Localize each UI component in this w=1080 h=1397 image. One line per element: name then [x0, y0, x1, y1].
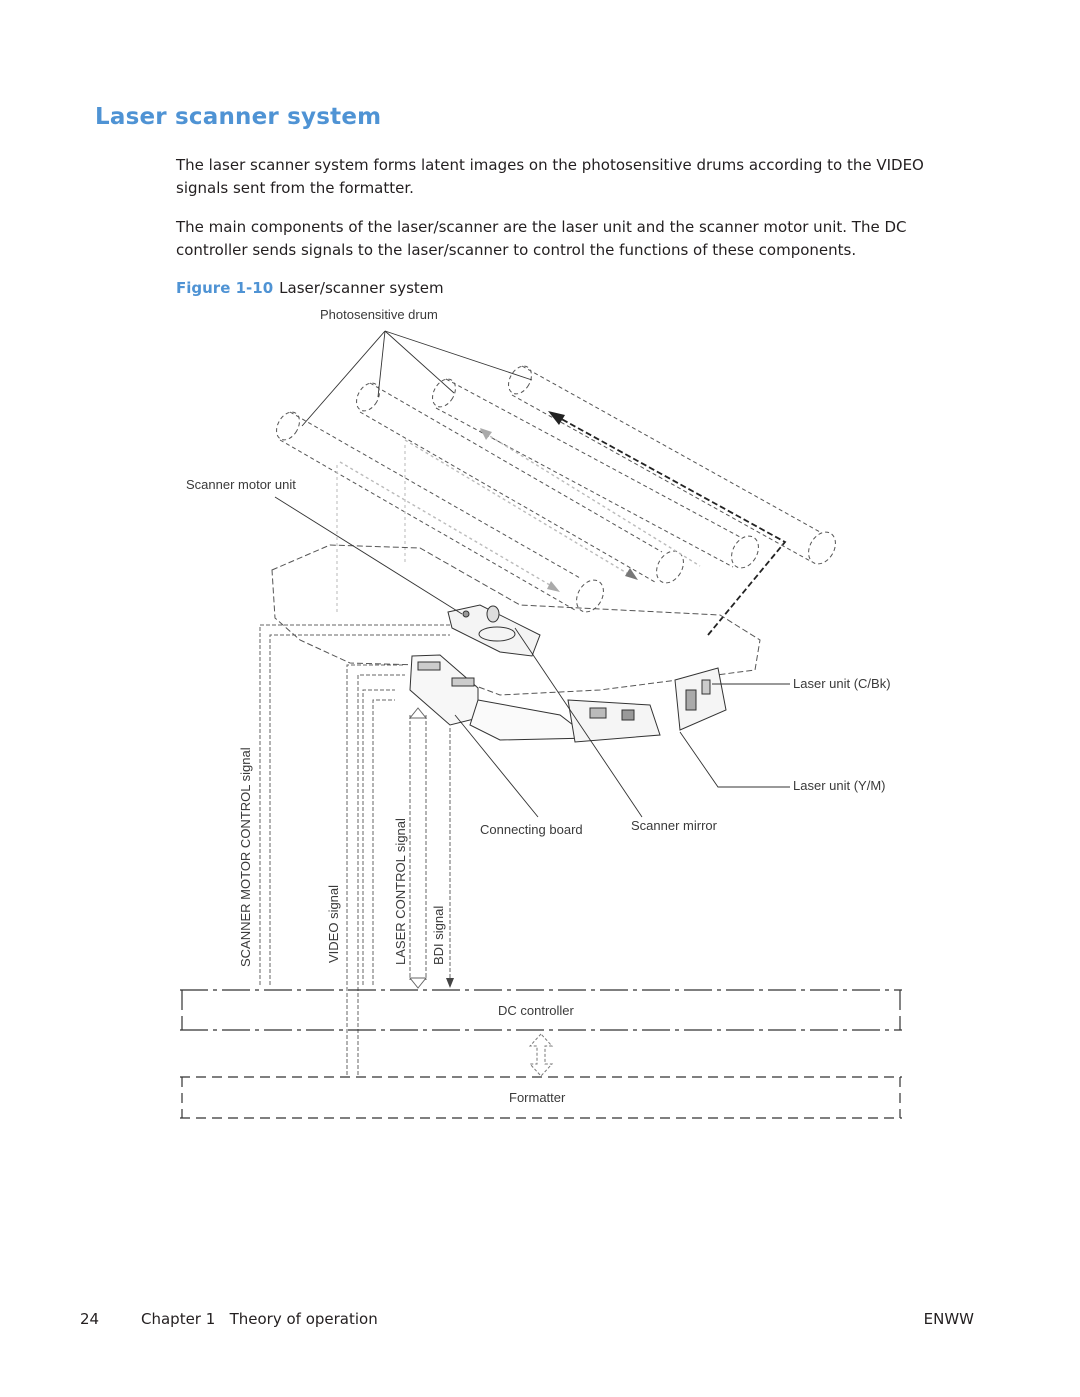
laser-control-arrow-top [408, 707, 428, 719]
page-number: 24 [80, 1310, 100, 1328]
laser-control-arrow-bottom [408, 977, 428, 989]
laser-unit-ym [567, 699, 661, 743]
photosensitive-drums [276, 365, 836, 613]
drum-4 [508, 365, 836, 565]
label-formatter: Formatter [509, 1090, 566, 1105]
label-connecting-board: Connecting board [480, 822, 583, 837]
label-scanner-mirror: Scanner mirror [631, 818, 718, 833]
scanner-motor-unit [447, 604, 541, 657]
scanner-housing [271, 544, 761, 696]
label-laser-unit-cbk: Laser unit (C/Bk) [793, 676, 891, 691]
figure-caption: Figure 1-10 Laser/scanner system [176, 279, 444, 297]
label-photosensitive-drum: Photosensitive drum [320, 307, 438, 322]
bdi-arrow [446, 978, 454, 988]
signal-laser-control: LASER CONTROL signal [393, 818, 408, 965]
controller-formatter-link [528, 1033, 554, 1077]
drum-3 [432, 378, 759, 569]
formatter-box [180, 1076, 902, 1119]
scan-direction-arrow [555, 415, 787, 636]
signal-video: VIDEO signal [326, 885, 341, 963]
scan-arrowhead [548, 411, 565, 425]
drum-1 [276, 411, 604, 613]
component-leaders [274, 496, 790, 818]
laser-beam-paths [336, 429, 701, 615]
chapter-title: Chapter 1 Theory of operation [141, 1310, 378, 1328]
label-dc-controller: DC controller [498, 1003, 575, 1018]
beam-arrow-1 [547, 581, 560, 592]
dc-controller-box [180, 989, 902, 1031]
beam-arrow-3 [480, 428, 492, 440]
signal-scanner-motor-control: SCANNER MOTOR CONTROL signal [238, 747, 253, 967]
label-laser-unit-ym: Laser unit (Y/M) [793, 778, 885, 793]
figure-number: Figure 1-10 [176, 279, 274, 297]
intro-paragraph: The laser scanner system forms latent im… [176, 156, 924, 197]
locale-code: ENWW [923, 1310, 974, 1328]
label-scanner-motor-unit: Scanner motor unit [186, 477, 296, 492]
drum-label-leaders [301, 330, 533, 427]
page-footer: 24 Chapter 1 Theory of operation ENWW [0, 1310, 1080, 1334]
laser-unit-cbk [674, 667, 727, 731]
section-heading: Laser scanner system [95, 104, 382, 130]
beam-arrow-2 [625, 568, 638, 580]
signal-bdi: BDI signal [431, 906, 446, 965]
drum-2 [356, 382, 684, 584]
signal-conduits [259, 624, 451, 1075]
connecting-board [409, 654, 592, 741]
components-paragraph: The main components of the laser/scanner… [176, 218, 907, 259]
figure-title: Laser/scanner system [279, 279, 444, 297]
